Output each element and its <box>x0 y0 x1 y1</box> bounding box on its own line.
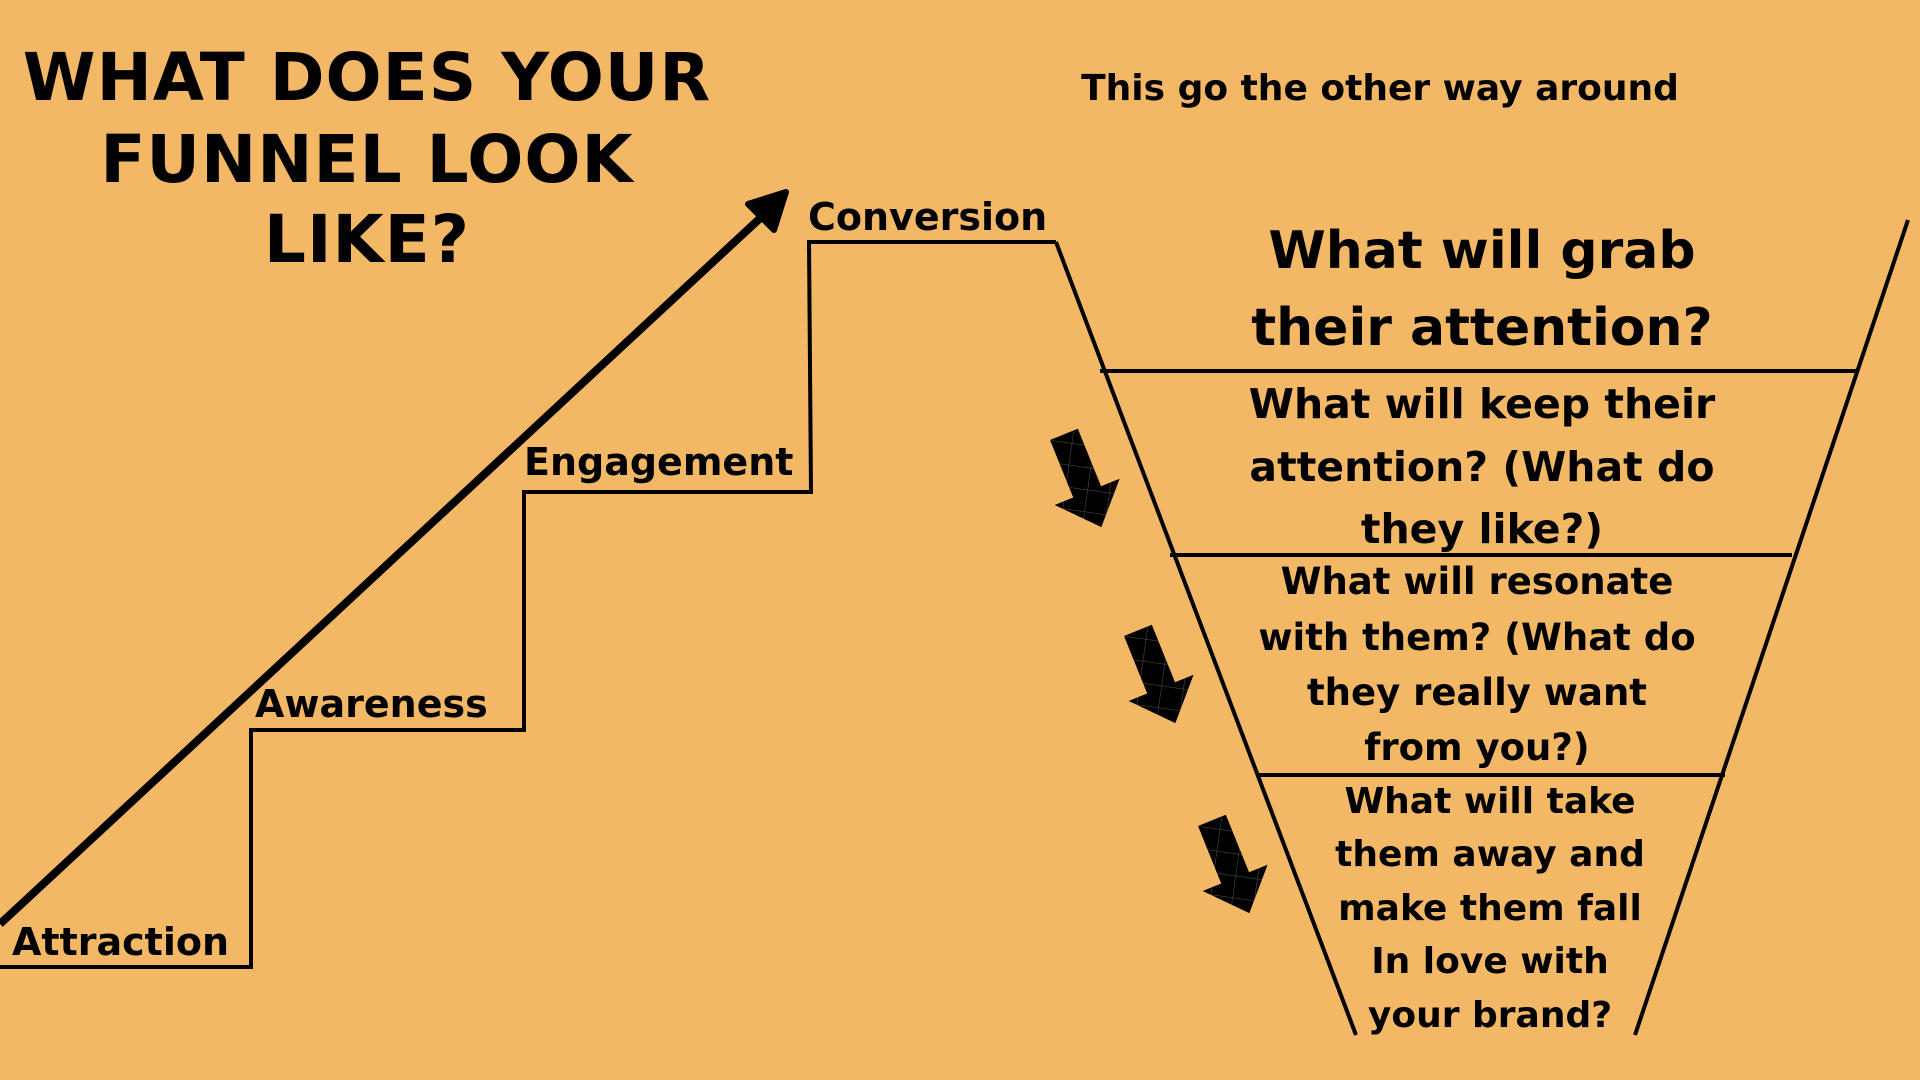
note-text: This go the other way around <box>1081 68 1679 109</box>
step-label-attraction: Attraction <box>12 920 229 964</box>
funnel-text: your brand? <box>1368 995 1612 1036</box>
down-right-arrow-icon <box>1105 617 1208 737</box>
up-right-arrow-icon <box>0 189 789 927</box>
funnel-section-2: What will keep their attention? (What do… <box>1249 380 1716 553</box>
funnel-text: What will keep their <box>1249 380 1716 428</box>
funnel-text: In love with <box>1371 941 1608 982</box>
title-line-2: FUNNEL LOOK <box>100 121 635 198</box>
funnel-text: their attention? <box>1251 298 1712 358</box>
funnel-section-1: What will grab their attention? <box>1251 221 1712 358</box>
funnel-text: from you?) <box>1364 726 1589 769</box>
step-label-engagement: Engagement <box>524 440 793 484</box>
title-line-3: LIKE? <box>264 201 470 278</box>
funnel-text: with them? (What do <box>1258 616 1695 659</box>
down-right-arrow-icon <box>1179 807 1282 927</box>
down-right-arrow-icon <box>1031 421 1134 541</box>
funnel-text: attention? (What do <box>1249 443 1714 491</box>
funnel-text: them away and <box>1335 834 1645 875</box>
funnel-left-edge <box>1054 241 1358 1036</box>
funnel-text: What will grab <box>1268 221 1695 281</box>
step-label-awareness: Awareness <box>255 682 488 726</box>
funnel-text: they like?) <box>1361 505 1603 553</box>
funnel-text: What will take <box>1344 781 1635 822</box>
funnel-section-3: What will resonate with them? (What do t… <box>1258 560 1695 769</box>
funnel-right-edge <box>1633 219 1910 1036</box>
funnel-text: What will resonate <box>1281 560 1674 603</box>
funnel-section-4: What will take them away and make them f… <box>1335 781 1645 1036</box>
step-label-conversion: Conversion <box>808 195 1047 239</box>
funnel-text: make them fall <box>1338 888 1642 929</box>
staircase <box>0 240 1056 969</box>
funnel-text: they really want <box>1307 671 1647 714</box>
title-line-1: WHAT DOES YOUR <box>23 39 711 116</box>
